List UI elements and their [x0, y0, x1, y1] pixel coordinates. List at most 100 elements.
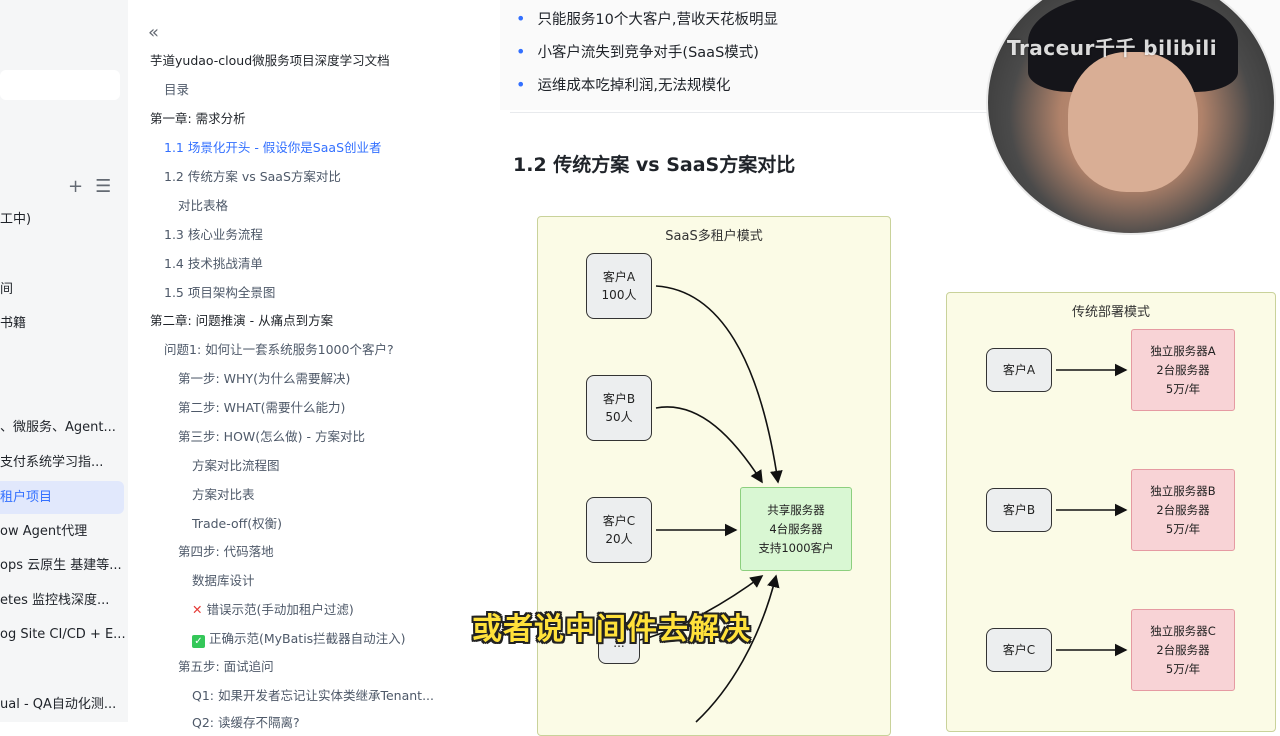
sidebar-item[interactable]: ow Agent代理: [0, 517, 124, 547]
sidebar-item-label: 书籍: [0, 316, 27, 331]
node-count: 20人: [605, 532, 633, 546]
toc-item[interactable]: 1.5 项目架构全景图: [164, 285, 276, 300]
arrow-bottom-to-server: [695, 574, 780, 723]
server-line: 2台服务器: [1156, 362, 1210, 377]
toc-item[interactable]: 对比表格: [178, 198, 229, 213]
cross-icon: ✕: [192, 602, 203, 617]
bilibili-watermark: Traceur千千 bilibili: [1007, 36, 1218, 60]
server-line: 独立服务器B: [1150, 483, 1216, 498]
server-line: 5万/年: [1165, 661, 1201, 676]
server-line: 独立服务器A: [1150, 343, 1216, 358]
toc-item[interactable]: 1.3 核心业务流程: [164, 227, 263, 242]
toc-item[interactable]: 芋道yudao-cloud微服务项目深度学习文档: [150, 53, 390, 68]
node-name: 客户C: [602, 514, 636, 528]
toc-item[interactable]: 问题1: 如何让一套系统服务1000个客户?: [164, 342, 394, 357]
divider: [510, 112, 1270, 113]
toc-item[interactable]: Q2: 读缓存不隔离?: [192, 715, 300, 730]
server-line: 独立服务器C: [1150, 623, 1216, 638]
toc-item[interactable]: 第五步: 面试追问: [178, 659, 274, 674]
diagram-arrows: [639, 285, 1128, 723]
toc-item[interactable]: 第一步: WHY(为什么需要解决): [178, 371, 351, 386]
sidebar-item-label: 、微服务、Agent...: [0, 420, 116, 435]
toc-item-active[interactable]: 1.1 场景化开头 - 假设你是SaaS创业者: [164, 140, 382, 155]
node-name: 客户B: [602, 392, 636, 406]
panel-title: SaaS多租户模式: [665, 229, 763, 244]
sidebar-item[interactable]: 支付系统学习指...: [0, 448, 124, 478]
webcam-overlay: [986, 0, 1276, 235]
arrow-b-to-server: [655, 406, 763, 484]
sidebar-item[interactable]: 工中): [0, 205, 124, 235]
toc-item[interactable]: ✓ 正确示范(MyBatis拦截器自动注入): [192, 628, 522, 650]
arrow-more-to-server: [639, 575, 764, 641]
node-name: 客户C: [1002, 643, 1036, 657]
toc-item[interactable]: Q1: 如果开发者忘记让实体类继承Tenant...: [192, 688, 435, 703]
toc-item[interactable]: 1.4 技术挑战清单: [164, 256, 263, 271]
server-line: 共享服务器: [767, 502, 825, 517]
toc-item-label: 正确示范(MyBatis拦截器自动注入): [209, 631, 406, 646]
sidebar-item-label: 支付系统学习指...: [0, 455, 104, 470]
toc-item[interactable]: 第二章: 问题推演 - 从痛点到方案: [150, 313, 334, 328]
toc-item[interactable]: 第二步: WHAT(需要什么能力): [178, 400, 346, 415]
diagram-node-more: ...: [598, 622, 640, 664]
toc-item[interactable]: 第一章: 需求分析: [150, 111, 246, 126]
toc-item[interactable]: 第四步: 代码落地: [178, 544, 274, 559]
bullet-item: 运维成本吃掉利润,无法规模化: [516, 74, 730, 95]
toc-item[interactable]: 目录: [164, 82, 190, 97]
toc-item[interactable]: ✕错误示范(手动加租户过滤): [192, 599, 522, 621]
bullet-item: 小客户流失到竞争对手(SaaS模式): [516, 41, 759, 62]
diagram-node-trad-customer-c: 客户C: [986, 628, 1052, 672]
sidebar-item-label: etes 监控栈深度...: [0, 593, 110, 608]
list-icon[interactable]: ☰: [95, 176, 112, 197]
sidebar-item[interactable]: 、微服务、Agent...: [0, 413, 124, 443]
sidebar-tools: + ☰: [68, 176, 111, 197]
plus-icon[interactable]: +: [68, 176, 84, 197]
toc-item[interactable]: 1.2 传统方案 vs SaaS方案对比: [164, 169, 341, 184]
node-count: 100人: [601, 288, 637, 302]
collapse-icon[interactable]: «: [148, 22, 160, 43]
diagram-node-trad-customer-b: 客户B: [986, 488, 1052, 532]
webcam-face: [1068, 52, 1198, 192]
diagram-node-trad-customer-a: 客户A: [986, 348, 1052, 392]
sidebar-item-label: ops 云原生 基建等...: [0, 558, 122, 573]
sidebar-item-label: og Site CI/CD + E...: [0, 627, 126, 642]
sidebar-item[interactable]: etes 监控栈深度...: [0, 586, 124, 616]
arrow-a-to-server: [655, 285, 783, 484]
node-count: 50人: [605, 410, 633, 424]
sidebar-search-box[interactable]: [0, 70, 120, 100]
server-line: 2台服务器: [1156, 642, 1210, 657]
section-heading: 1.2 传统方案 vs SaaS方案对比: [513, 154, 796, 176]
server-line: 2台服务器: [1156, 502, 1210, 517]
sidebar-item-label: 间: [0, 282, 14, 297]
node-name: 客户A: [602, 270, 636, 284]
sidebar-item[interactable]: 间: [0, 275, 124, 305]
sidebar-item[interactable]: ops 云原生 基建等...: [0, 551, 124, 581]
sidebar-item[interactable]: ual - QA自动化测...: [0, 690, 124, 720]
diagram-node-customer-a: 客户A 100人: [586, 253, 652, 319]
sidebar-item-label: 工中): [0, 212, 32, 227]
node-name: 客户A: [1002, 363, 1036, 377]
diagram-node-dedicated-server-c: 独立服务器C 2台服务器 5万/年: [1131, 609, 1235, 691]
workspace-sidebar: + ☰ 工中) 间 书籍 、微服务、Agent... 支付系统学习指... 租户…: [0, 0, 128, 722]
sidebar-item[interactable]: 书籍: [0, 309, 124, 339]
video-subtitle: 或者说中间件去解决: [472, 612, 751, 647]
node-name: ...: [613, 636, 625, 650]
toc-item[interactable]: 第三步: HOW(怎么做) - 方案对比: [178, 429, 365, 444]
server-line: 5万/年: [1165, 521, 1201, 536]
bullet-item: 只能服务10个大客户,营收天花板明显: [516, 8, 778, 29]
toc-item[interactable]: Trade-off(权衡): [192, 516, 282, 531]
panel-title: 传统部署模式: [1071, 305, 1150, 320]
server-line: 支持1000客户: [758, 540, 834, 555]
sidebar-item-active[interactable]: 租户项目: [0, 481, 124, 514]
sidebar-item[interactable]: og Site CI/CD + E...: [0, 620, 126, 650]
toc-item[interactable]: 数据库设计: [192, 573, 255, 588]
diagram-node-dedicated-server-b: 独立服务器B 2台服务器 5万/年: [1131, 469, 1235, 551]
sidebar-item-label: ual - QA自动化测...: [0, 697, 117, 712]
diagram-node-customer-b: 客户B 50人: [586, 375, 652, 441]
server-line: 4台服务器: [769, 521, 823, 536]
sidebar-item-label: ow Agent代理: [0, 524, 88, 539]
toc-item[interactable]: 方案对比流程图: [192, 458, 280, 473]
check-icon: ✓: [192, 635, 205, 648]
toc-item[interactable]: 方案对比表: [192, 487, 255, 502]
diagram-node-dedicated-server-a: 独立服务器A 2台服务器 5万/年: [1131, 329, 1235, 411]
table-of-contents: « 芋道yudao-cloud微服务项目深度学习文档 目录 第一章: 需求分析 …: [128, 0, 500, 730]
